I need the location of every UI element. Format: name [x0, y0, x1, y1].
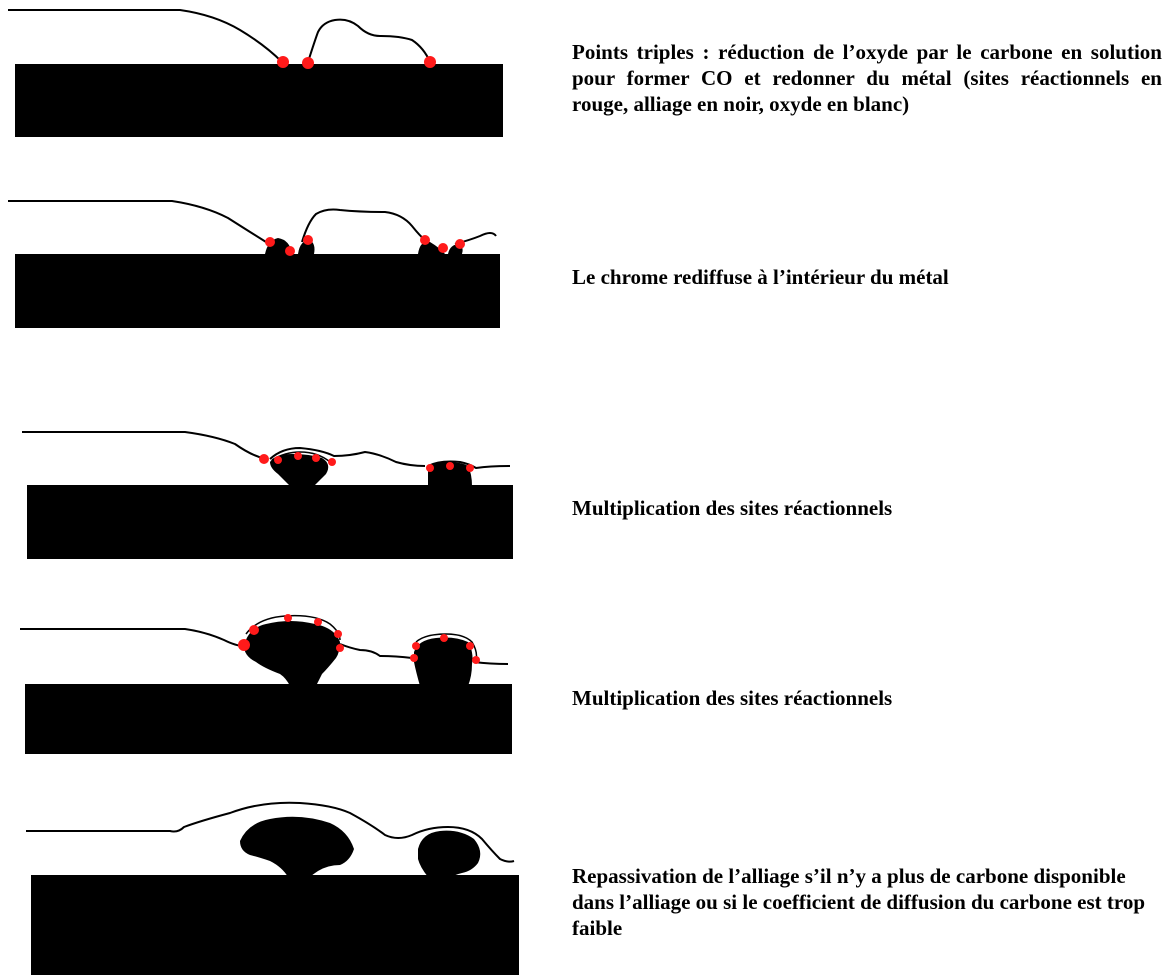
- stage-1-diagram: [0, 0, 540, 140]
- stage-2-caption: Le chrome rediffuse à l’intérieur du mét…: [572, 265, 949, 289]
- stage-4-diagram: [0, 612, 540, 754]
- chromium-nodule: [428, 462, 472, 486]
- stage-1-svg: [8, 9, 503, 137]
- chromium-nodule: [270, 454, 329, 486]
- reaction-site: [410, 654, 418, 662]
- stage-5-svg: [26, 801, 519, 975]
- reaction-site: [446, 462, 454, 470]
- alloy-substrate: [25, 684, 512, 754]
- stage-2-svg: [8, 200, 500, 328]
- reaction-site: [259, 454, 269, 464]
- stage-3-caption: Multiplication des sites réactionnels: [572, 496, 893, 520]
- chromium-nodule: [240, 816, 354, 877]
- reaction-site: [312, 454, 320, 462]
- stage-1-caption: Points triples : réduction de l’oxyde pa…: [572, 40, 1162, 116]
- reaction-site: [328, 458, 336, 466]
- reaction-site: [455, 239, 465, 249]
- reaction-site: [249, 625, 259, 635]
- chromium-nodule: [244, 621, 340, 686]
- oxide-outline: [8, 9, 431, 63]
- reaction-site: [426, 464, 434, 472]
- alloy-substrate: [15, 254, 500, 328]
- stage-5-caption: Repassivation de l’alliage s’il n’y a pl…: [572, 864, 1146, 940]
- reaction-site: [277, 56, 289, 68]
- nodule-outline: [271, 451, 331, 463]
- reaction-site: [472, 656, 480, 664]
- reaction-site: [284, 614, 292, 622]
- stage-3-diagram: [0, 422, 540, 562]
- reaction-site: [285, 246, 295, 256]
- reaction-site: [466, 642, 474, 650]
- reaction-site: [466, 464, 474, 472]
- reaction-site: [424, 56, 436, 68]
- stage-5-diagram: [0, 801, 540, 975]
- stage-4-caption: Multiplication des sites réactionnels: [572, 686, 893, 710]
- reaction-site: [274, 456, 282, 464]
- stage-3-svg: [22, 431, 513, 559]
- reaction-site: [314, 618, 322, 626]
- chromium-nodule: [418, 830, 481, 877]
- reaction-site: [438, 243, 448, 253]
- reaction-site: [265, 237, 275, 247]
- oxide-outline: [26, 801, 515, 863]
- reaction-site: [238, 639, 250, 651]
- reaction-site: [302, 57, 314, 69]
- alloy-substrate: [31, 875, 519, 975]
- reaction-site: [334, 630, 342, 638]
- reaction-site: [336, 644, 344, 652]
- alloy-substrate: [15, 64, 503, 137]
- stage-2-diagram: [0, 190, 540, 330]
- stage-4-svg: [20, 614, 512, 754]
- reaction-site: [294, 452, 302, 460]
- reaction-site: [440, 634, 448, 642]
- chromium-nodule: [414, 637, 473, 686]
- nodule-outline: [415, 633, 478, 661]
- reaction-site: [412, 642, 420, 650]
- reaction-site: [303, 235, 313, 245]
- alloy-substrate: [27, 485, 513, 559]
- reaction-site: [420, 235, 430, 245]
